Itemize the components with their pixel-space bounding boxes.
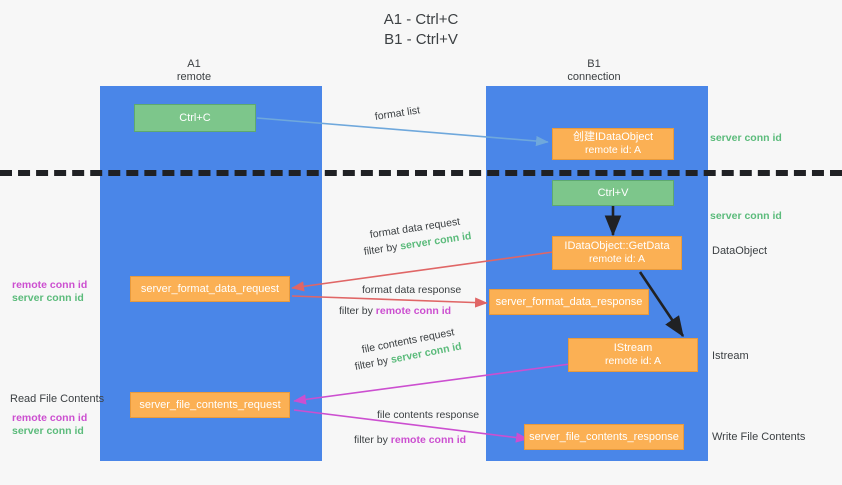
box-server-format-data-response[interactable]: server_format_data_response [489,289,649,315]
box-ctrl-v-label: Ctrl+V [597,186,629,199]
annotation-istream: Istream [712,350,749,362]
filter-value-remote-conn-id: remote conn id [390,434,467,446]
box-server-format-data-request[interactable]: server_format_data_request [130,276,290,302]
box-idataobject-getdata-line1: IDataObject::GetData [564,240,670,252]
annotation-write-file-contents: Write File Contents [712,431,806,443]
box-create-idataobject-line1: 创建IDataObject [572,131,654,143]
box-server-format-data-request-label: server_format_data_request [140,282,280,295]
box-server-file-contents-response[interactable]: server_file_contents_response [524,424,684,450]
diagram-title: A1 - Ctrl+C B1 - Ctrl+V [0,10,842,50]
title-line-1: A1 - Ctrl+C [383,11,459,28]
column-header-b1-sub: connection [567,71,621,83]
column-header-a1: A1 remote [128,58,260,84]
annotation-remote-conn-id-1: remote conn id [12,279,88,291]
column-header-b1-name: B1 [587,58,601,70]
annotation-server-conn-id-2: server conn id [12,425,84,437]
box-server-file-contents-request[interactable]: server_file_contents_request [130,392,290,418]
box-server-format-data-response-label: server_format_data_response [495,295,643,308]
box-istream[interactable]: IStream remote id: A [568,338,698,372]
box-server-file-contents-response-label: server_file_contents_response [529,430,679,443]
annotation-server-conn-id-1: server conn id [12,292,84,304]
filter-prefix: filter by [354,434,391,446]
box-ctrl-c-label: Ctrl+C [179,111,211,124]
box-idataobject-getdata-line2: remote id: A [588,253,646,265]
filter-prefix: filter by [339,305,376,317]
column-header-a1-name: A1 [187,58,201,70]
arrow-label-file-contents-response: file contents response [377,409,480,421]
filter-prefix: filter by [353,354,393,373]
annotation-remote-conn-id-2: remote conn id [12,412,88,424]
filter-value-remote-conn-id: remote conn id [375,305,452,317]
title-line-2: B1 - Ctrl+V [384,31,458,48]
arrow-label-file-contents-response-filter: filter by remote conn id [354,434,466,447]
dashed-divider [0,170,842,176]
arrow-label-format-data-response: format data response [362,284,462,296]
box-ctrl-c[interactable]: Ctrl+C [134,104,256,132]
column-header-a1-sub: remote [176,71,212,83]
arrow-label-format-data-response-filter: filter by remote conn id [339,305,451,318]
box-ctrl-v[interactable]: Ctrl+V [552,180,674,206]
column-header-b1: B1 connection [528,58,660,84]
arrow-label-format-list: format list [374,104,421,123]
box-create-idataobject[interactable]: 创建IDataObject remote id: A [552,128,674,160]
annotation-server-conn-id-top: server conn id [710,132,782,144]
box-server-file-contents-request-label: server_file_contents_request [139,398,281,411]
box-istream-line1: IStream [613,342,653,354]
annotation-dataobject: DataObject [712,245,768,257]
annotation-read-file-contents: Read File Contents [10,393,105,405]
box-idataobject-getdata[interactable]: IDataObject::GetData remote id: A [552,236,682,270]
annotation-server-conn-id-mid: server conn id [710,210,782,222]
filter-prefix: filter by [363,240,402,258]
box-istream-line2: remote id: A [604,355,662,367]
box-create-idataobject-line2: remote id: A [584,144,642,156]
